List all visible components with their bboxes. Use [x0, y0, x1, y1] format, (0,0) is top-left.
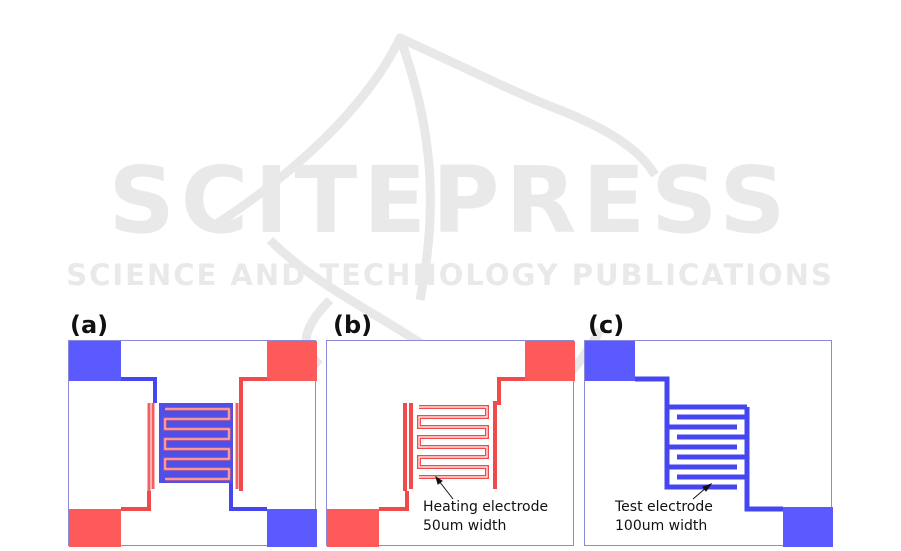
- panel-a-combined-electrodes: [68, 340, 316, 546]
- pad-heating-top-right: [525, 341, 575, 381]
- pad-test-top-left: [69, 341, 121, 381]
- heating-electrode-trace: [379, 379, 525, 509]
- test-annotation-line1: Test electrode: [615, 498, 713, 517]
- pad-heating-top-right: [267, 341, 317, 381]
- panel-c-test-electrode: Test electrode 100um width: [584, 340, 832, 546]
- test-comb-block: [159, 403, 233, 483]
- panel-b-heating-electrode: Heating electrode 50um width: [326, 340, 574, 546]
- test-annotation-line2: 100um width: [615, 517, 707, 536]
- pad-test-bottom-right: [267, 509, 317, 547]
- heating-annotation-line1: Heating electrode: [423, 498, 548, 517]
- heating-annotation-line2: 50um width: [423, 517, 506, 536]
- panel-b-label: (b): [333, 313, 372, 337]
- watermark-tagline: SCIENCE AND TECHNOLOGY PUBLICATIONS: [66, 258, 834, 292]
- pad-heating-bottom-left: [69, 509, 121, 547]
- panel-c-label: (c): [588, 313, 624, 337]
- annotation-arrow: [436, 477, 453, 499]
- panel-a-label: (a): [70, 313, 108, 337]
- watermark-brand: SCITEPRESS: [108, 147, 791, 254]
- pad-test-bottom-right: [783, 507, 833, 547]
- pad-test-top-left: [585, 341, 635, 381]
- pad-heating-bottom-left: [327, 509, 379, 547]
